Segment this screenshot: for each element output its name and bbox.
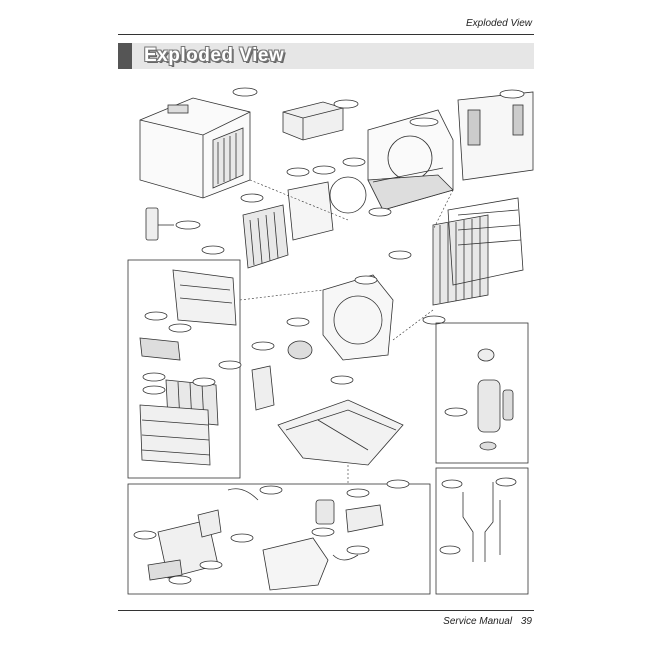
- compressor-drawing: [477, 348, 514, 451]
- page-footer: Service Manual 39: [443, 616, 532, 627]
- pipe-assembly-drawing: [462, 482, 501, 562]
- page-title: Exploded View: [144, 45, 285, 66]
- fan-motor-drawing: [251, 274, 394, 411]
- exploded-view-diagram: [127, 87, 534, 595]
- cabinet-drawing: [139, 97, 251, 199]
- manual-name: Service Manual: [443, 616, 513, 627]
- page-number: 39: [520, 616, 532, 627]
- running-header: Exploded View: [466, 18, 532, 29]
- condenser-drawing: [432, 197, 524, 306]
- evaporator-drawing: [242, 176, 367, 269]
- base-pan-drawing: [277, 399, 404, 466]
- header-rule: [118, 34, 534, 35]
- remote-control-drawing: [145, 207, 159, 241]
- pipe-assembly-box: [435, 467, 529, 595]
- back-panel-drawing: [457, 91, 534, 181]
- front-grille-drawing: [139, 269, 237, 466]
- barrier-drawing: [367, 109, 454, 211]
- title-bar: Exploded View: [118, 43, 534, 69]
- compressor-box: [435, 322, 529, 464]
- control-box-drawing: [282, 101, 344, 141]
- title-block: [118, 43, 132, 69]
- front-grille-box: [127, 259, 241, 479]
- electrical-parts-box: [127, 483, 431, 595]
- electrical-parts-drawing: [147, 488, 384, 591]
- footer-rule: [118, 610, 534, 611]
